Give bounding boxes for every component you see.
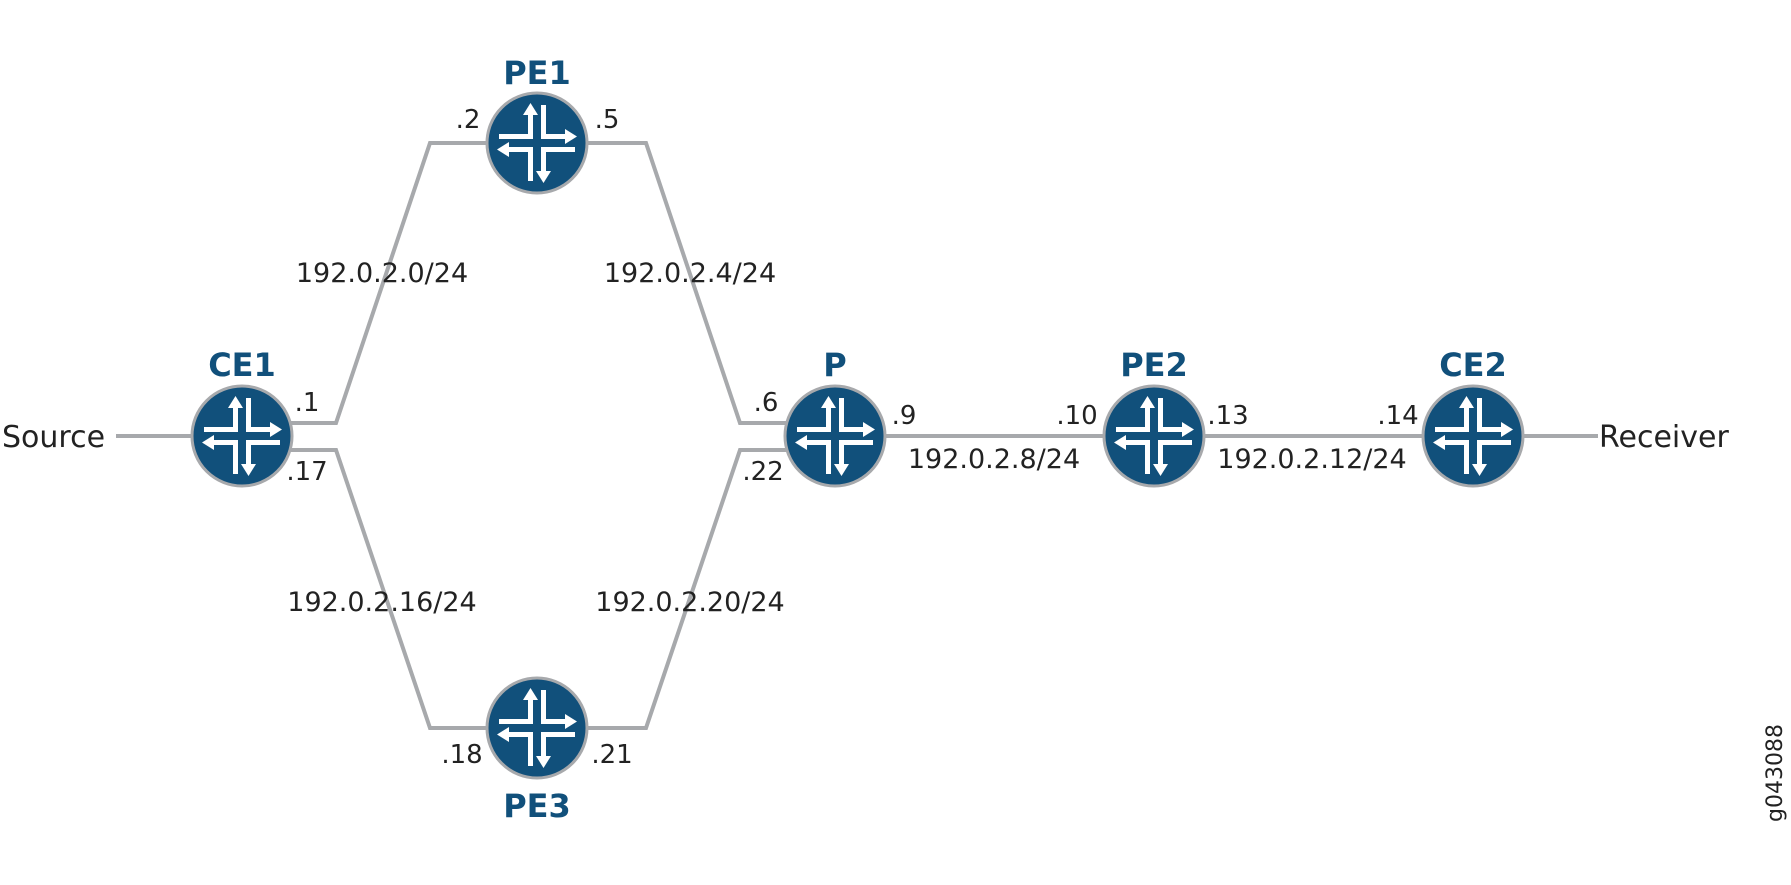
- link-ce1-pe1: [291, 141, 490, 425]
- subnet-label-p-pe2: 192.0.2.8/24: [908, 444, 1080, 475]
- iface-label-pe2-ce2: .13: [1207, 401, 1248, 431]
- subnet-label-ce1-pe3: 192.0.2.16/24: [287, 587, 476, 618]
- iface-label-pe1-ce1: .2: [456, 105, 481, 135]
- figure-id: g043088: [1763, 724, 1788, 822]
- router-pe3[interactable]: [485, 676, 589, 780]
- link-ce1-pe3: [291, 448, 490, 730]
- iface-label-pe3-ce1: .18: [441, 740, 482, 770]
- endpoint-source: Source: [2, 420, 105, 455]
- node-label-ce2: CE2: [1439, 346, 1507, 384]
- router-icon: [1421, 384, 1525, 488]
- subnet-label-ce1-pe1: 192.0.2.0/24: [296, 258, 468, 289]
- node-label-ce1: CE1: [208, 346, 276, 384]
- router-pe1[interactable]: [485, 91, 589, 195]
- iface-label-p-pe2: .9: [892, 401, 917, 431]
- iface-label-p-pe1: .6: [754, 388, 779, 418]
- link-pe3-p: [584, 448, 790, 730]
- node-label-pe2: PE2: [1120, 346, 1188, 384]
- router-icon: [783, 384, 887, 488]
- router-ce1[interactable]: [190, 384, 294, 488]
- router-p[interactable]: [783, 384, 887, 488]
- endpoint-receiver: Receiver: [1599, 420, 1729, 455]
- subnet-label-pe1-p: 192.0.2.4/24: [604, 258, 776, 289]
- router-icon: [485, 676, 589, 780]
- router-icon: [190, 384, 294, 488]
- router-pe2[interactable]: [1102, 384, 1206, 488]
- node-label-pe1: PE1: [503, 54, 571, 92]
- links: [116, 141, 1598, 730]
- iface-label-pe2-p: .10: [1056, 401, 1097, 431]
- iface-label-pe1-p: .5: [595, 105, 620, 135]
- iface-label-ce1-pe1: .1: [295, 388, 320, 418]
- node-label-p: P: [823, 346, 846, 384]
- iface-label-ce2-pe2: .14: [1377, 401, 1418, 431]
- node-label-pe3: PE3: [503, 787, 571, 825]
- link-pe1-p: [584, 141, 790, 425]
- router-icon: [1102, 384, 1206, 488]
- subnet-label-pe2-ce2: 192.0.2.12/24: [1217, 444, 1406, 475]
- subnet-label-pe3-p: 192.0.2.20/24: [595, 587, 784, 618]
- router-ce2[interactable]: [1421, 384, 1525, 488]
- router-icon: [485, 91, 589, 195]
- iface-label-p-pe3: .22: [742, 457, 783, 487]
- iface-label-ce1-pe3: .17: [286, 457, 327, 487]
- iface-label-pe3-p: .21: [591, 740, 632, 770]
